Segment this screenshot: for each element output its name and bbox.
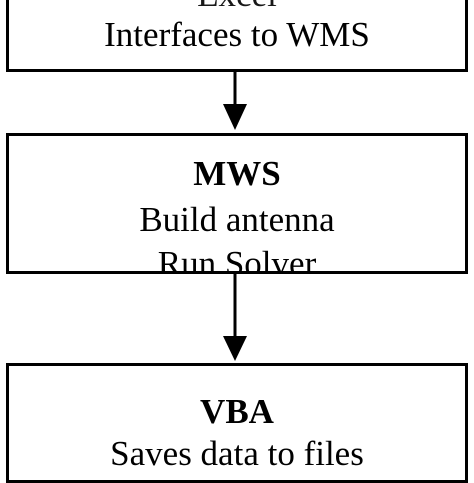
flow-box-bottom: VBA Saves data to files: [6, 363, 468, 483]
flow-box-top: Excel Interfaces to WMS: [6, 0, 468, 72]
box-top-partial-text: Excel: [9, 0, 465, 12]
box-bottom-line-1: Saves data to files: [110, 434, 364, 473]
box-bottom-title: VBA: [200, 392, 274, 431]
box-middle-line-1: Build antenna: [139, 200, 335, 239]
arrow-middle-to-bottom: [223, 274, 247, 361]
box-middle-line-2: Run Solver: [157, 244, 317, 274]
box-top-line-1: Interfaces to WMS: [104, 15, 370, 54]
box-middle-title: MWS: [193, 154, 281, 193]
flow-box-middle: MWS Build antenna Run Solver: [6, 133, 468, 274]
arrow-top-to-middle: [223, 72, 247, 130]
